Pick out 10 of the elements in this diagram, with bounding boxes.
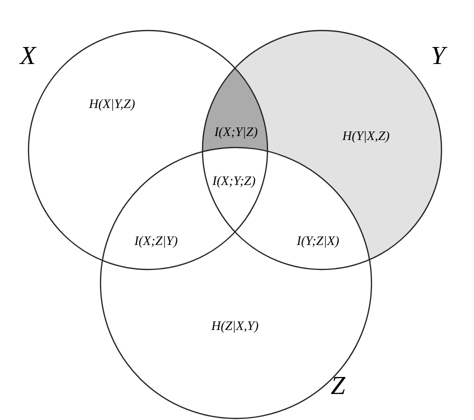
region-label: I(X;Y|Z) [214,124,258,140]
region-label: H(X|Y,Z) [88,96,136,112]
region-label: I(X;Z|Y) [134,233,178,249]
set-label: X [20,41,36,71]
region-label: H(Y|X,Z) [342,128,390,144]
region-label: I(X;Y;Z) [212,173,256,189]
region-label: I(Y;Z|X) [296,233,340,249]
region-label: H(Z|X,Y) [211,318,259,334]
set-label: Z [330,371,346,401]
set-label: Y [430,41,446,71]
